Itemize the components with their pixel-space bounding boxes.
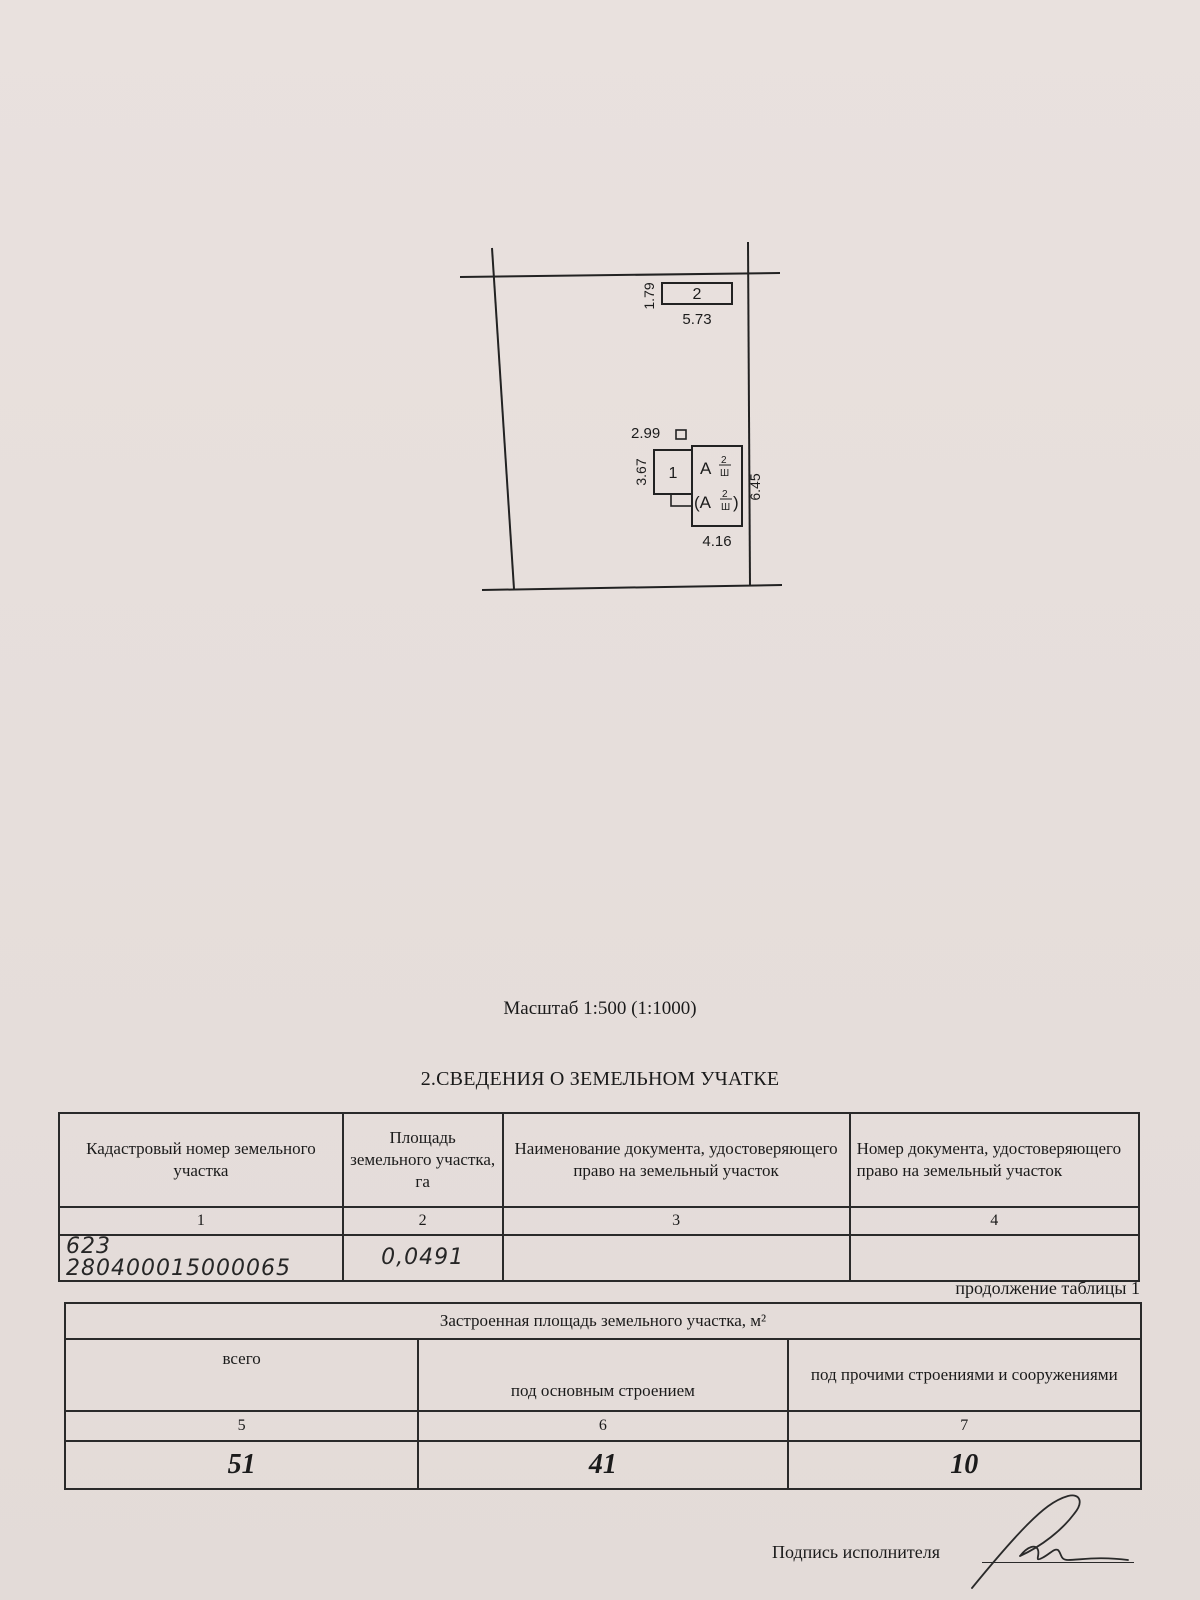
house-a-paren-storeys: 2 (722, 489, 728, 500)
dim-label-4-16: 4.16 (702, 533, 731, 550)
header-document-number: Номер документа, удостоверяющего право н… (848, 1112, 1141, 1208)
column-number: 1 (58, 1206, 344, 1236)
header-total: всего (63, 1338, 420, 1412)
house-a-paren-material: Ш (721, 502, 730, 513)
table-header-row: Кадастровый номер земельного участка Пло… (58, 1112, 1141, 1208)
column-number: 3 (501, 1206, 851, 1236)
cadastral-number-value: 623 280400015000065 (58, 1234, 344, 1282)
handwritten-signature (971, 1494, 1129, 1589)
table-title-row: Застроенная площадь земельного участка, … (64, 1302, 1142, 1340)
building-1-label: 1 (669, 465, 678, 482)
column-number: 6 (417, 1410, 789, 1442)
table-continuation-note: продолжение таблицы 1 (955, 1278, 1140, 1298)
boundary-line-west (491, 247, 515, 590)
section-title: 2.СВЕДЕНИЯ О ЗЕМЕЛЬНОМ УЧАТКЕ (420, 1068, 780, 1090)
header-plot-area: Площадь земельного участка, га (341, 1112, 504, 1208)
dim-label-2-99: 2.99 (631, 425, 660, 442)
dim-label-5-73: 5.73 (682, 311, 711, 328)
built-area-title: Застроенная площадь земельного участка, … (64, 1302, 1142, 1340)
table-header-row: всего под основным строением под прочими… (63, 1338, 1143, 1412)
porch-bottom-outline (670, 493, 693, 507)
column-number: 4 (848, 1206, 1141, 1236)
signature-label: Подпись исполнителя (772, 1542, 940, 1562)
header-other-buildings: под прочими строениями и сооружениями (786, 1338, 1143, 1412)
boundary-line-south (481, 584, 783, 591)
building-2-outline (661, 282, 733, 305)
other-buildings-area-value: 10 (786, 1440, 1143, 1490)
dim-label-6-45: 6.45 (747, 473, 763, 500)
total-area-value: 51 (63, 1440, 420, 1490)
built-area-table: Застроенная площадь земельного участка, … (63, 1302, 1143, 1490)
porch-top-outline (675, 429, 687, 440)
column-number: 2 (341, 1206, 504, 1236)
header-main-building: под основным строением (417, 1338, 789, 1412)
header-cadastral-number: Кадастровый номер земельного участка (58, 1112, 344, 1208)
house-letter-a: А (700, 459, 712, 478)
table-row: 51 41 10 (63, 1440, 1143, 1490)
document-number-value (848, 1234, 1141, 1282)
building-2-label: 2 (693, 286, 702, 303)
column-number: 7 (786, 1410, 1143, 1442)
house-a-material: Ш (720, 468, 729, 479)
document-name-value (501, 1234, 851, 1282)
dim-label-1-79: 1.79 (641, 282, 657, 309)
scale-caption: Масштаб 1:500 (1:1000) (503, 998, 697, 1019)
site-plan-drawing: 2 1.79 5.73 2.99 1 3.67 А 2 Ш (А 2 Ш ) 6… (459, 241, 783, 591)
table-row: 623 280400015000065 0,0491 (58, 1234, 1141, 1282)
table-column-number-row: 5 6 7 (63, 1410, 1143, 1442)
boundary-line-east (747, 241, 751, 587)
boundary-line-north (459, 272, 781, 278)
main-building-area-value: 41 (417, 1440, 789, 1490)
plot-area-value: 0,0491 (341, 1234, 504, 1282)
header-document-name: Наименование документа, удостоверяющего … (501, 1112, 851, 1208)
house-paren-close: ) (733, 493, 739, 512)
land-plot-table: Кадастровый номер земельного участка Пло… (58, 1112, 1141, 1282)
main-house-outline (691, 445, 743, 527)
house-letter-a-paren: (А (694, 493, 712, 512)
column-number: 5 (63, 1410, 420, 1442)
table-column-number-row: 1 2 3 4 (58, 1206, 1141, 1236)
signature-line (982, 1562, 1134, 1563)
house-a-storeys: 2 (721, 455, 727, 466)
dim-label-3-67: 3.67 (633, 458, 649, 485)
